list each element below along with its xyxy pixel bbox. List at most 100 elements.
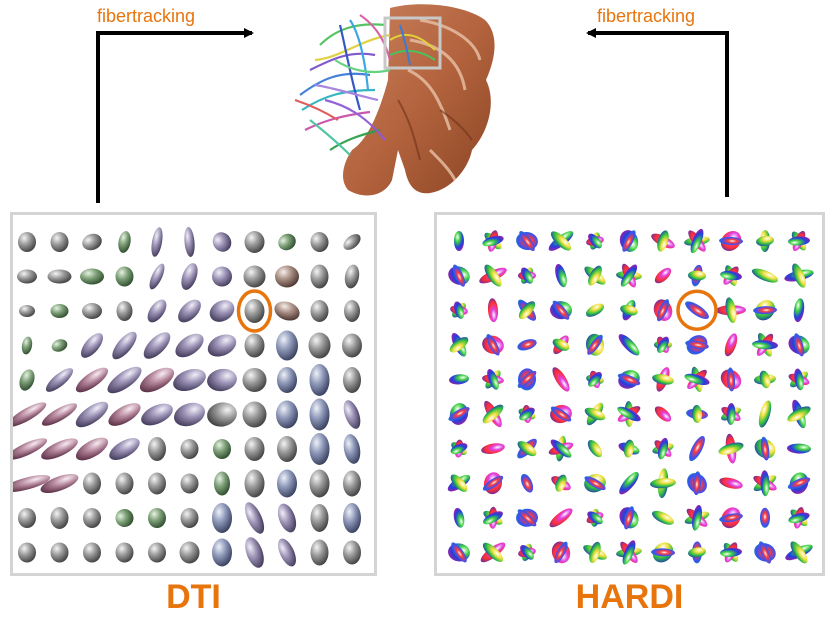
hardi-odf-glyph: [683, 469, 711, 497]
hardi-odf-glyph: [549, 539, 573, 565]
dti-ellipsoid-glyph: [18, 232, 36, 252]
hardi-odf-glyph: [716, 296, 746, 323]
hardi-odf-glyph: [516, 337, 538, 353]
hardi-odf-glyph: [751, 470, 778, 496]
hardi-odf-glyph: [549, 365, 572, 394]
dti-ellipsoid-glyph: [340, 398, 363, 431]
hardi-odf-glyph: [684, 227, 711, 254]
hardi-odf-glyph: [447, 401, 472, 427]
dti-ellipsoid-glyph: [112, 506, 137, 531]
hardi-odf-glyph: [452, 507, 466, 529]
hardi-odf-glyph: [717, 504, 744, 532]
dti-ellipsoid-glyph: [276, 401, 298, 429]
hardi-odf-glyph: [650, 508, 676, 528]
hardi-odf-glyph: [477, 262, 508, 289]
hardi-odf-glyph: [549, 298, 572, 322]
dti-ellipsoid-glyph: [51, 304, 69, 318]
hardi-odf-glyph: [616, 504, 642, 532]
hardi-odf-glyph: [585, 369, 604, 389]
hardi-label: HARDI: [434, 578, 825, 617]
hardi-odf-glyph: [454, 231, 464, 251]
dti-ellipsoid-glyph: [138, 399, 176, 430]
dti-ellipsoid-glyph: [272, 298, 303, 324]
dti-ellipsoid-glyph: [116, 543, 134, 563]
dti-ellipsoid-glyph: [106, 434, 143, 465]
dti-ellipsoid-glyph: [117, 230, 133, 254]
dti-ellipsoid-glyph: [80, 231, 104, 253]
hardi-odf-glyph: [785, 332, 813, 358]
dti-ellipsoid-glyph: [245, 334, 265, 358]
hardi-odf-glyph: [717, 365, 745, 393]
hardi-odf-glyph: [752, 540, 779, 565]
dti-ellipsoid-glyph: [277, 436, 297, 462]
hardi-odf-glyph: [480, 399, 506, 430]
hardi-odf-glyph: [515, 507, 538, 529]
hardi-odf-glyph: [752, 331, 779, 358]
dti-ellipsoid-glyph: [82, 303, 102, 319]
hardi-odf-glyph: [581, 540, 609, 564]
hardi-odf-glyph: [515, 368, 538, 391]
hardi-odf-glyph: [683, 504, 711, 531]
dti-ellipsoid-glyph: [245, 437, 265, 461]
hardi-glyphs: [445, 227, 814, 567]
dti-ellipsoid-glyph: [212, 503, 232, 533]
dti-ellipsoid-glyph: [13, 398, 49, 430]
hardi-odf-glyph: [617, 228, 641, 254]
dti-ellipsoid-glyph: [309, 333, 331, 359]
hardi-odf-glyph: [481, 229, 505, 253]
hardi-odf-glyph: [688, 264, 706, 288]
hardi-odf-glyph: [792, 298, 805, 323]
hardi-odf-glyph: [717, 433, 745, 464]
hardi-odf-glyph: [518, 472, 535, 494]
hardi-odf-glyph: [720, 541, 743, 565]
dti-ellipsoid-glyph: [148, 543, 166, 563]
hardi-odf-glyph: [756, 399, 773, 429]
dti-ellipsoid-glyph: [80, 269, 104, 285]
dti-ellipsoid-glyph: [241, 500, 268, 537]
dti-ellipsoid-glyph: [148, 437, 166, 461]
dti-ellipsoid-glyph: [183, 227, 196, 258]
dti-ellipsoid-glyph: [343, 367, 361, 393]
hardi-odf-glyph: [686, 434, 708, 463]
dti-ellipsoid-glyph: [244, 266, 266, 288]
dti-ellipsoid-glyph: [275, 231, 299, 254]
dti-ellipsoid-glyph: [50, 337, 69, 354]
hardi-odf-glyph: [547, 505, 575, 530]
dti-ellipsoid-glyph: [171, 399, 209, 431]
dti-ellipsoid-glyph: [245, 470, 265, 498]
hardi-odf-glyph: [550, 333, 571, 357]
hardi-odf-glyph: [584, 333, 605, 358]
dti-ellipsoid-glyph: [178, 261, 201, 292]
dti-ellipsoid-glyph: [344, 300, 360, 322]
hardi-odf-glyph: [652, 404, 674, 425]
dti-ellipsoid-glyph: [309, 231, 330, 254]
dti-ellipsoid-glyph: [274, 536, 299, 569]
hardi-odf-glyph: [685, 405, 708, 423]
hardi-odf-glyph: [755, 230, 774, 252]
dti-ellipsoid-glyph: [83, 473, 101, 495]
hardi-odf-glyph: [487, 298, 499, 323]
dti-ellipsoid-glyph: [18, 543, 36, 563]
dti-ellipsoid-glyph: [310, 364, 330, 396]
hardi-odf-glyph: [582, 264, 608, 288]
dti-ellipsoid-glyph: [205, 367, 238, 394]
hardi-odf-glyph: [651, 437, 675, 461]
hardi-odf-glyph: [783, 262, 814, 290]
dti-ellipsoid-glyph: [104, 362, 146, 398]
dti-ellipsoid-glyph: [108, 328, 141, 363]
dti-ellipsoid-glyph: [277, 470, 297, 498]
dti-ellipsoid-glyph: [342, 334, 362, 358]
dti-ellipsoid-glyph: [38, 470, 80, 497]
hardi-odf-glyph: [719, 264, 742, 288]
dti-ellipsoid-glyph: [51, 507, 69, 529]
dti-ellipsoid-glyph: [181, 439, 199, 459]
dti-ellipsoid-glyph: [117, 301, 133, 321]
dti-ellipsoid-glyph: [204, 330, 240, 361]
hardi-odf-glyph: [717, 227, 745, 255]
dti-ellipsoid-glyph: [276, 331, 298, 361]
dti-ellipsoid-glyph: [245, 231, 265, 253]
right-arrow: [588, 33, 727, 197]
dti-ellipsoid-glyph: [21, 336, 34, 355]
dti-panel: [10, 212, 377, 576]
dti-ellipsoid-glyph: [116, 267, 134, 287]
